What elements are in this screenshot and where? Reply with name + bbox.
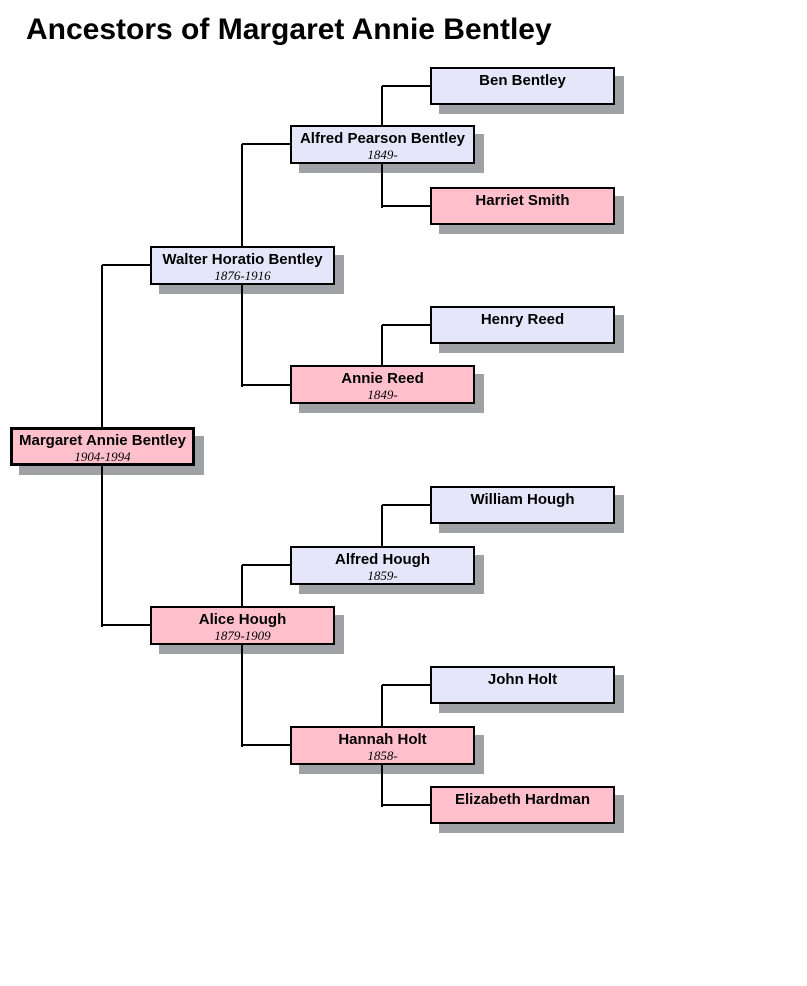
connector-line [101,466,103,627]
person-dates: 1879-1909 [214,628,271,643]
person-name: Alfred Pearson Bentley [299,130,466,147]
person-dates: 1849- [367,387,398,402]
connector-line [382,85,432,87]
person-name: Margaret Annie Bentley [19,432,186,449]
chart-title: Ancestors of Margaret Annie Bentley [26,13,552,46]
connector-line [241,144,243,248]
person-name: Alfred Hough [335,551,430,568]
person-dates: 1859- [367,568,398,583]
person-name: Harriet Smith [475,192,570,209]
person-name: Walter Horatio Bentley [162,251,323,268]
person-name: William Hough [470,491,575,508]
person-name: John Holt [487,671,558,688]
connector-line [382,684,432,686]
connector-line [241,285,243,387]
person-name: Annie Reed [341,370,424,387]
connector-line [381,164,383,208]
person-box-ben-bentley[interactable]: Ben Bentley [430,67,615,105]
person-box-william-hough[interactable]: William Hough [430,486,615,524]
person-box-elizabeth-hardman[interactable]: Elizabeth Hardman [430,786,615,824]
connector-line [242,744,292,746]
person-box-henry-reed[interactable]: Henry Reed [430,306,615,344]
person-box-harriet-smith[interactable]: Harriet Smith [430,187,615,225]
connector-line [242,384,292,386]
person-box-john-holt[interactable]: John Holt [430,666,615,704]
person-dates: 1904-1994 [74,449,131,464]
person-name: Alice Hough [198,611,287,628]
person-name: Henry Reed [480,311,565,328]
connector-line [102,264,152,266]
connector-line [382,804,432,806]
person-dates: 1858- [367,748,398,763]
person-name: Hannah Holt [338,731,427,748]
person-dates: 1849- [367,147,398,162]
connector-line [101,265,103,429]
connector-line [381,765,383,807]
connector-line [382,324,432,326]
person-name: Ben Bentley [479,72,566,89]
connector-line [381,685,383,728]
connector-line [381,505,383,548]
connector-line [241,565,243,608]
connector-line [381,86,383,127]
connector-line [241,645,243,747]
connector-line [242,564,292,566]
person-dates: 1876-1916 [214,268,271,283]
connector-line [382,205,432,207]
connector-line [102,624,152,626]
connector-line [381,325,383,367]
connector-line [242,143,292,145]
person-name: Elizabeth Hardman [454,791,591,808]
connector-line [382,504,432,506]
